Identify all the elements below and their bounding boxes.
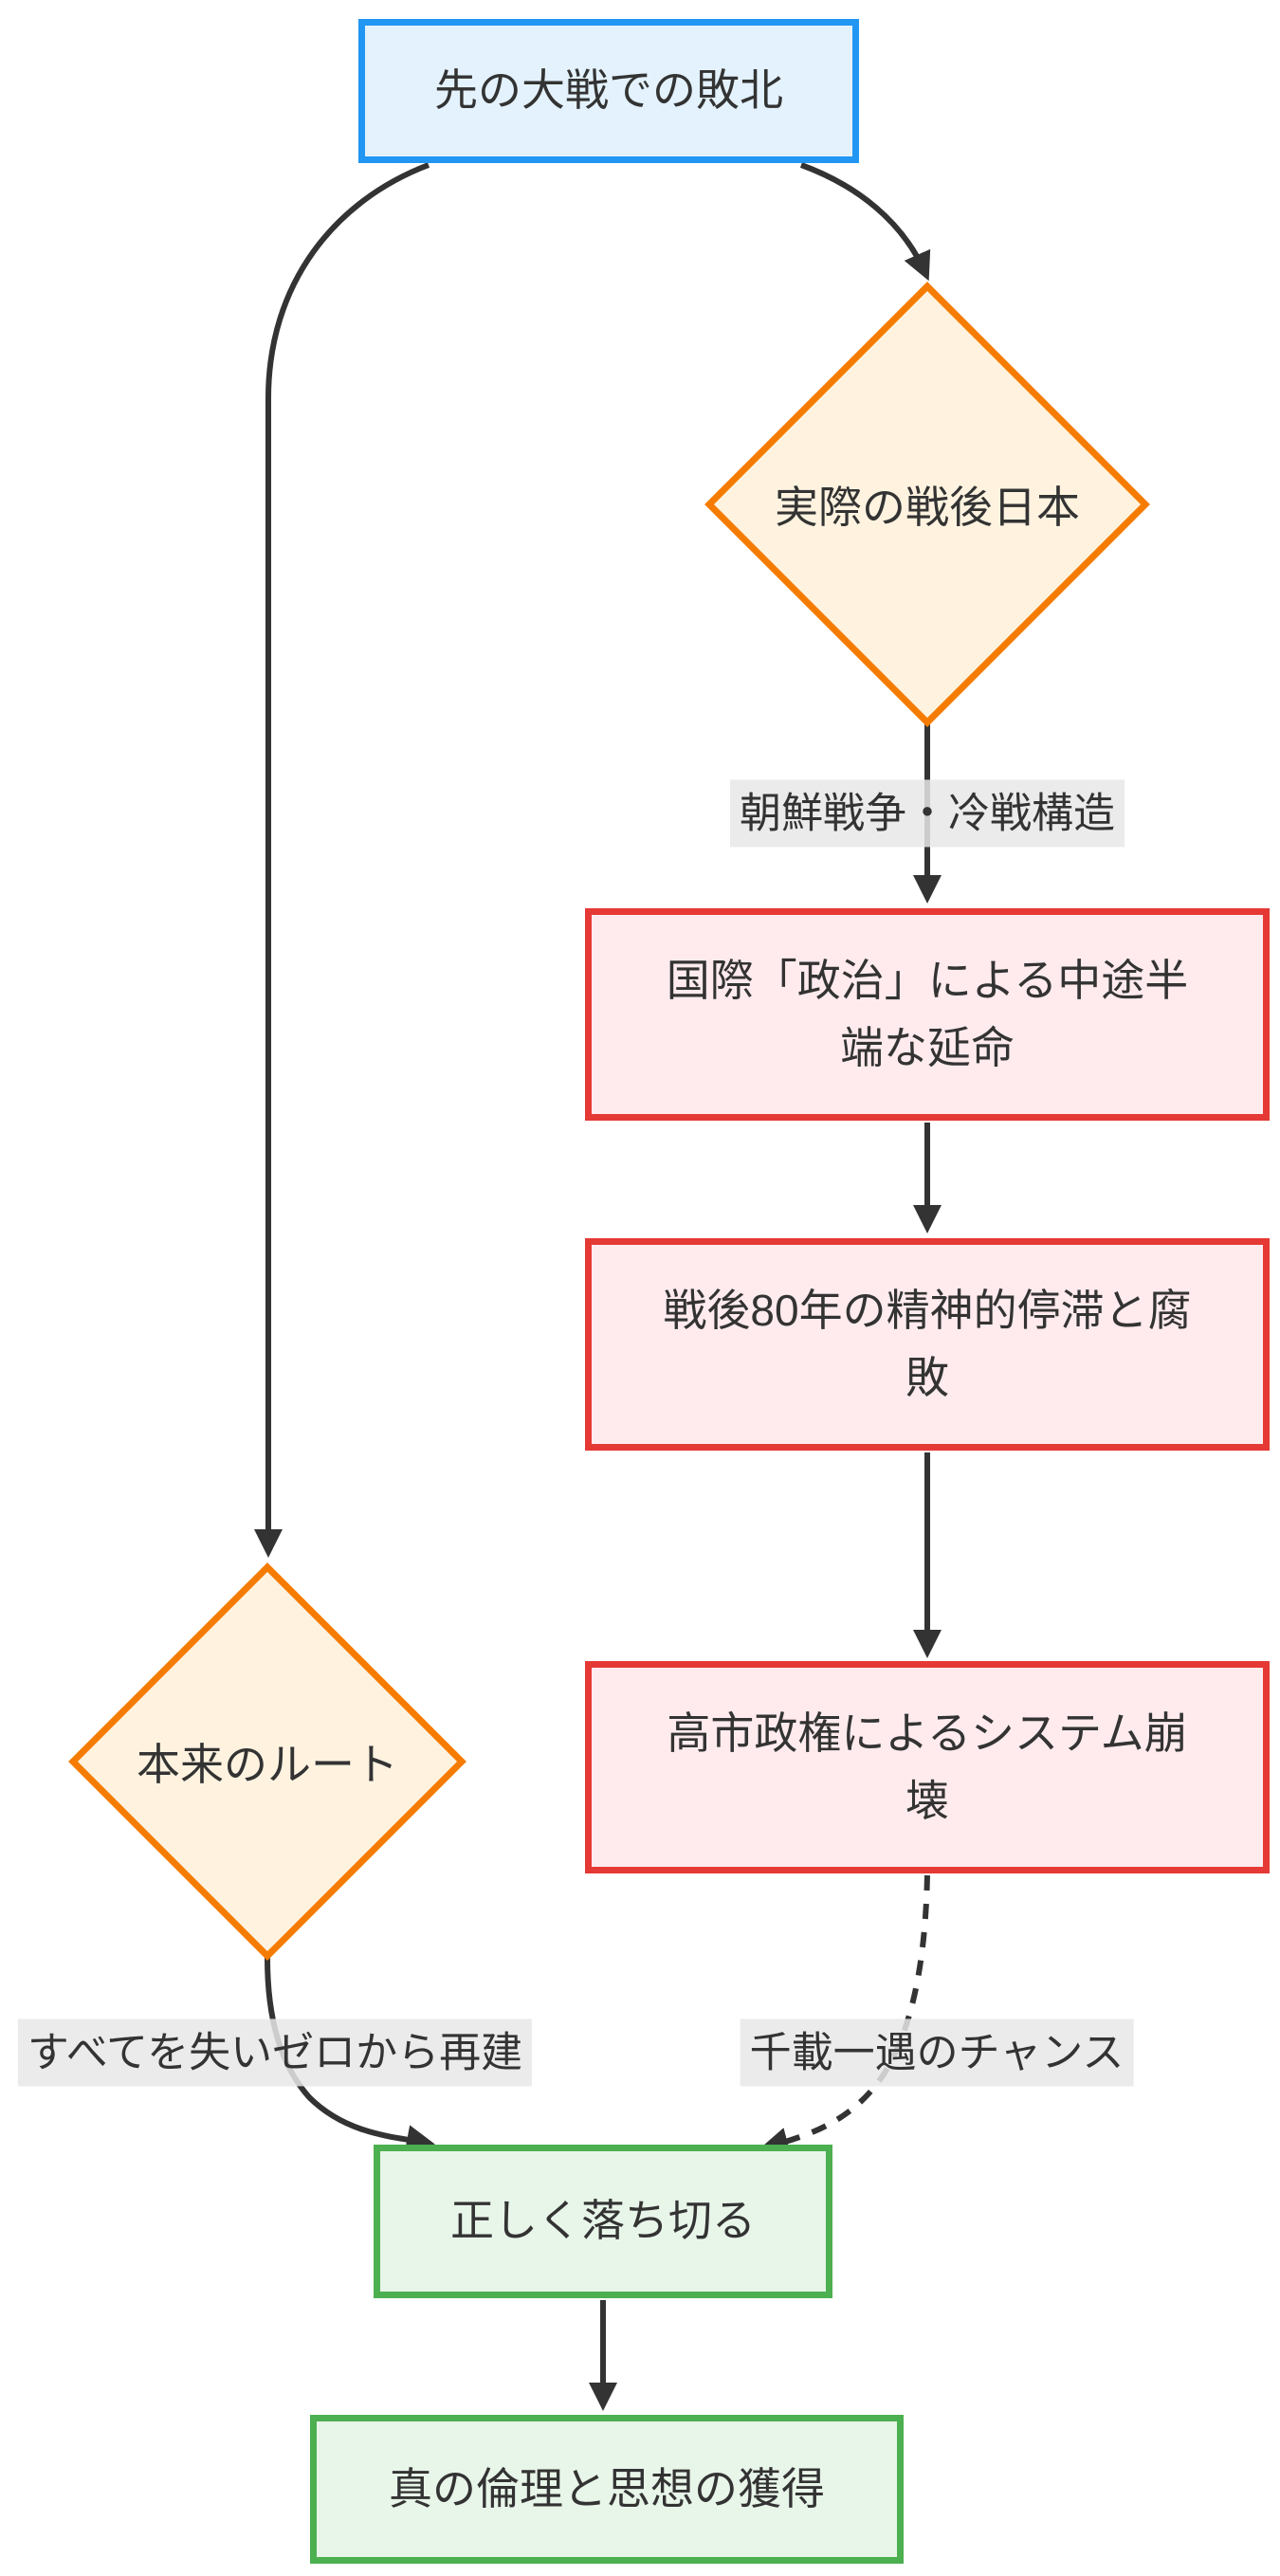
edge-label-korean-war-cold-war: 朝鮮戦争・冷戦構造: [730, 779, 1125, 848]
node-halfway-prolonging: 国際「政治」による中途半 端な延命: [585, 908, 1270, 1121]
node-fall-correctly-label: 正しく落ち切る: [450, 2196, 756, 2246]
node-original-route-shape: [68, 1562, 466, 1961]
node-true-ethics-label: 真の倫理と思想の獲得: [389, 2463, 825, 2513]
node-system-collapse-label: 高市政権によるシステム崩 壊: [667, 1708, 1188, 1825]
node-actual-postwar-japan-label: 実際の戦後日本: [775, 483, 1080, 532]
node-true-ethics: 真の倫理と思想の獲得: [310, 2415, 904, 2564]
node-spiritual-stagnation: 戦後80年の精神的停滞と腐 敗: [585, 1238, 1270, 1451]
node-defeat-label: 先の大戦での敗北: [434, 65, 783, 116]
edge-original-route-to-fall-correctly: [265, 1957, 435, 2153]
node-system-collapse: 高市政権によるシステム崩 壊: [585, 1661, 1270, 1873]
node-halfway-prolonging-label: 国際「政治」による中途半 端な延命: [666, 955, 1189, 1072]
edge-label-once-in-a-millennium: 千載一遇のチャンス: [740, 2019, 1134, 2087]
node-original-route-label: 本来のルート: [137, 1740, 398, 1789]
edge-label-rebuild-from-zero: すべてを失いゼロから再建: [17, 2019, 533, 2087]
node-defeat: 先の大戦での敗北: [358, 19, 859, 163]
edge-collapse-to-fall-correctly: [759, 1874, 930, 2156]
edge-defeat-to-actual-japan: [799, 162, 931, 282]
node-spiritual-stagnation-label: 戦後80年の精神的停滞と腐 敗: [663, 1285, 1192, 1402]
edge-defeat-to-original-route: [254, 162, 430, 1558]
node-fall-correctly: 正しく落ち切る: [374, 2145, 832, 2298]
node-actual-postwar-japan-shape: [704, 282, 1150, 727]
